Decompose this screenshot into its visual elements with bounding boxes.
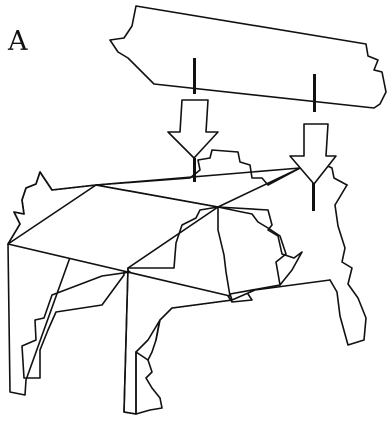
center-tab [227,293,253,303]
frame-left-slot [193,158,196,182]
top-panel-outline [109,5,387,109]
front-right-leg-inner [147,319,161,361]
middle-panel-crossbar [217,167,301,208]
left-down-arrow [167,99,219,159]
right-down-arrow [289,123,337,185]
front-right-leg-edge [135,351,163,415]
top-panel-left-slot [193,58,196,94]
middle-panel-right-profile [217,206,303,286]
left-end-panel-top-notches [7,171,97,245]
front-side-panel [7,184,287,415]
top-panel [109,5,387,112]
front-panel-top-edge [95,184,219,208]
front-panel-left-edge [123,267,137,415]
middle-cross-panel [95,149,303,286]
top-panel-right-slot [313,74,316,112]
middle-panel-inner-step [127,206,219,269]
back-panel-right-leg [329,184,367,346]
insertion-arrows [167,99,337,185]
panel-label: A [8,26,28,57]
front-right-leg [135,319,163,415]
frame-right-slot [312,183,315,211]
middle-panel-top-edge [95,149,301,186]
